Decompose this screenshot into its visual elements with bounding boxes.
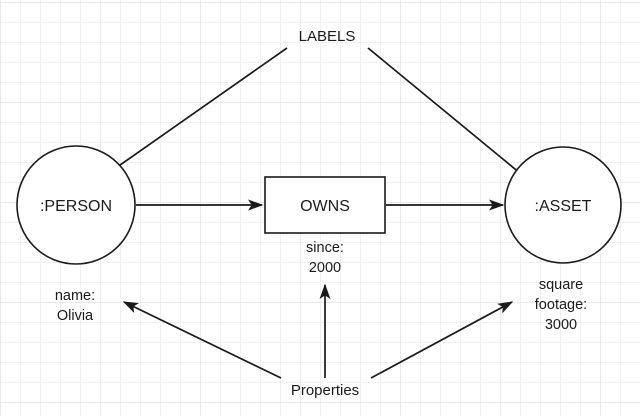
edge-properties-to-footage <box>370 301 514 379</box>
relationship-owns-box[interactable] <box>264 176 386 234</box>
property-asset-footage-line1: square <box>539 277 583 293</box>
edge-labels-to-person <box>91 47 288 185</box>
property-person-name-line2: Olivia <box>57 308 94 324</box>
edge-properties-to-name <box>122 301 282 379</box>
property-owns-since-line1: since: <box>306 240 344 256</box>
relationship-owns-label: OWNS <box>300 198 350 215</box>
property-asset-footage-line2: footage: <box>535 297 587 313</box>
annotation-properties: Properties <box>291 382 359 399</box>
node-asset-label: :ASSET <box>535 198 592 215</box>
node-asset-circle[interactable] <box>504 146 622 264</box>
node-person-label: :PERSON <box>40 198 112 215</box>
edge-labels-to-asset <box>367 47 534 184</box>
property-asset-footage-line3: 3000 <box>545 317 577 333</box>
annotation-labels: LABELS <box>299 28 356 45</box>
property-owns-since-line2: 2000 <box>309 260 341 276</box>
property-person-name-line1: name: <box>55 288 95 304</box>
node-person-circle[interactable] <box>16 145 136 265</box>
